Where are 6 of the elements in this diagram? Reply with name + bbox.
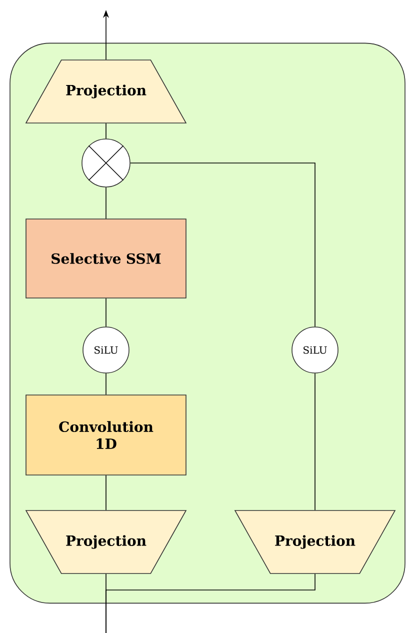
multiply-circle — [82, 138, 130, 188]
process-box: Convolution 1D — [26, 394, 186, 476]
process-box: Selective SSM — [26, 218, 186, 298]
connector-line — [314, 373, 316, 510]
connector-line — [106, 574, 316, 633]
connector-line — [130, 162, 316, 327]
